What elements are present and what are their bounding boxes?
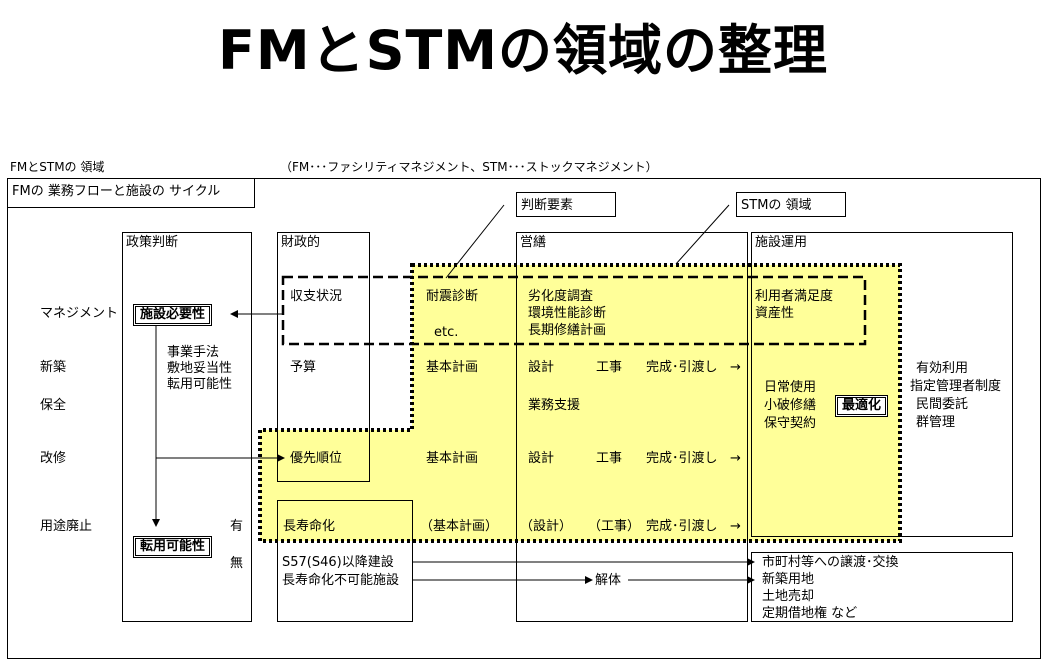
business-support: 業務支援 — [528, 398, 581, 413]
optimize-box: 最適化 — [835, 395, 889, 417]
finance-budget: 予算 — [290, 360, 317, 375]
column-header-policy: 政策判断 — [126, 235, 179, 250]
disposal-item: 定期借地権 など — [762, 606, 858, 621]
design-paren: （設計） — [520, 519, 573, 534]
no-label: 無 — [230, 556, 244, 571]
row-label-management: マネジメント — [40, 306, 119, 321]
column-header-construction: 営繕 — [520, 235, 547, 250]
disposal-item: 土地売却 — [762, 589, 815, 604]
design: 設計 — [528, 360, 555, 375]
mgmt-item: 環境性能診断 — [528, 306, 607, 321]
s57-label: S57(S46)以降建設 — [282, 555, 394, 570]
works-paren: （工事） — [588, 519, 641, 534]
effective-item: 群管理 — [916, 415, 956, 430]
basic-plan: 基本計画 — [426, 360, 479, 375]
daily-item: 小破修繕 — [764, 398, 817, 413]
necessity-box: 施設必要性 — [133, 304, 213, 326]
callout-judgment: 判断要素 — [516, 192, 616, 217]
yes-label: 有 — [230, 519, 244, 534]
disposal-item: 市町村等への譲渡･交換 — [762, 555, 899, 570]
abolition-box — [277, 500, 413, 622]
operation-mgmt-item: 資産性 — [755, 306, 795, 321]
frame-label: FMの 業務フローと施設の サイクル — [7, 178, 255, 208]
policy-method-item: 事業手法 — [167, 345, 220, 360]
operation-mgmt-item: 利用者満足度 — [755, 289, 834, 304]
construction-column — [516, 232, 748, 622]
policy-method-item: 転用可能性 — [167, 377, 233, 392]
row-label-maintenance: 保全 — [40, 398, 67, 413]
convertibility-box: 転用可能性 — [133, 536, 213, 558]
works: 工事 — [596, 360, 623, 375]
finance-longevity: 長寿命化 — [283, 519, 336, 534]
mgmt-item: 劣化度調査 — [528, 289, 594, 304]
impossible-label: 長寿命化不可能施設 — [282, 573, 400, 588]
arrow-label: → — [730, 519, 741, 534]
finance-balance: 収支状況 — [290, 289, 343, 304]
effective-item: 指定管理者制度 — [910, 379, 1002, 394]
arrow-label: → — [730, 360, 741, 375]
disposal-box — [751, 552, 1013, 622]
completion: 完成･引渡し — [646, 451, 718, 466]
basic-plan-paren: （基本計画） — [420, 519, 499, 534]
column-header-finance: 財政的 — [281, 235, 321, 250]
outer-frame — [7, 178, 1041, 659]
seismic-diagnosis: 耐震診断 — [426, 289, 479, 304]
header-label: FMとSTMの 領域 — [10, 160, 105, 174]
page-title: FMとSTMの領域の整理 — [217, 19, 829, 82]
design: 設計 — [528, 451, 555, 466]
callout-stm-area: STMの 領域 — [736, 192, 846, 217]
policy-column — [122, 232, 252, 622]
effective-item: 有効利用 — [916, 361, 969, 376]
daily-item: 日常使用 — [764, 380, 817, 395]
arrow-label: → — [730, 451, 741, 466]
operation-column — [751, 232, 1013, 537]
policy-method-item: 敷地妥当性 — [167, 361, 233, 376]
row-label-abolition: 用途廃止 — [40, 519, 93, 534]
daily-item: 保守契約 — [764, 416, 817, 431]
mgmt-item: 長期修繕計画 — [528, 323, 607, 338]
works: 工事 — [596, 451, 623, 466]
disposal-item: 新築用地 — [762, 572, 815, 587]
row-label-new: 新築 — [40, 360, 67, 375]
etc-label: etc. — [434, 325, 459, 340]
completion: 完成･引渡し — [646, 360, 718, 375]
effective-item: 民間委託 — [916, 397, 969, 412]
row-label-renovation: 改修 — [40, 451, 67, 466]
completion: 完成･引渡し — [646, 519, 718, 534]
header-note: （FM･･･ファシリティマネジメント、STM･･･ストックマネジメント） — [280, 160, 658, 174]
finance-column — [277, 232, 370, 482]
finance-priority: 優先順位 — [290, 451, 343, 466]
basic-plan: 基本計画 — [426, 451, 479, 466]
demolish-label: 解体 — [595, 573, 622, 588]
column-header-operation: 施設運用 — [755, 235, 808, 250]
